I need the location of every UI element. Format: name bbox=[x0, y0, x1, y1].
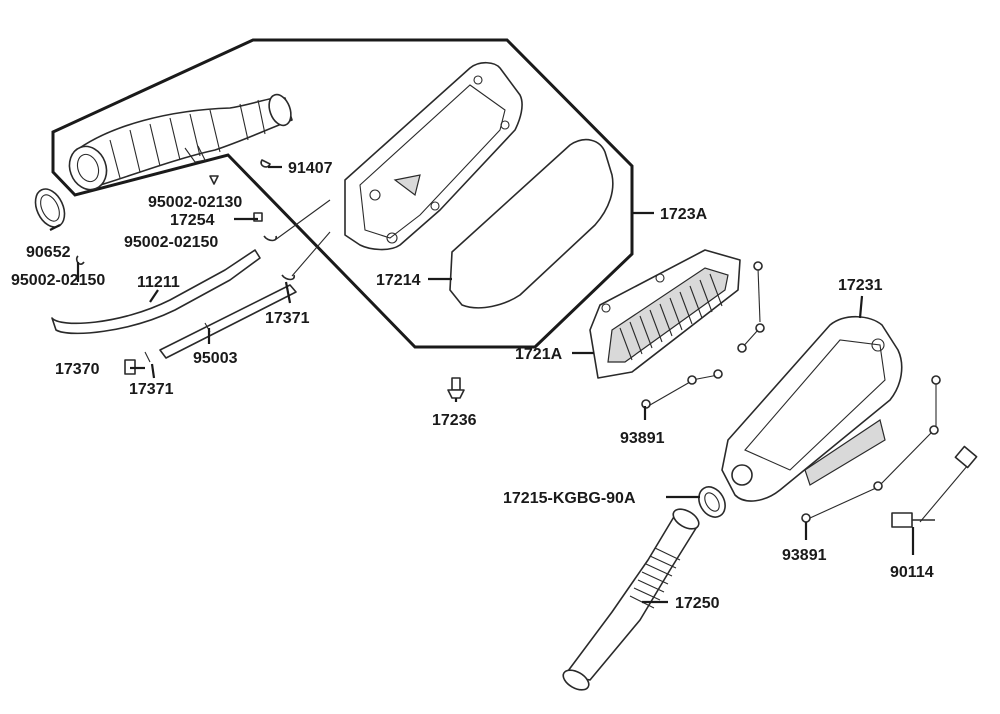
clamp-17215-part bbox=[698, 486, 726, 518]
label-91407: 91407 bbox=[288, 160, 333, 177]
label-17236: 17236 bbox=[432, 412, 477, 429]
label-17371-a: 17371 bbox=[265, 310, 310, 327]
plug-17236-part bbox=[447, 377, 465, 399]
small-clip-parts bbox=[75, 159, 296, 281]
screws-93891-set-a bbox=[641, 261, 765, 409]
label-17215-KGBG-90A: 17215-KGBG-90A bbox=[503, 490, 636, 507]
label-11211: 11211 bbox=[137, 274, 180, 291]
label-95002-02150-a: 95002-02150 bbox=[124, 234, 218, 251]
assembly-group-frame bbox=[51, 38, 634, 349]
filter-gasket-part bbox=[449, 138, 614, 309]
label-95002-02150-b: 95002-02150 bbox=[11, 272, 105, 289]
label-17231: 17231 bbox=[838, 277, 883, 294]
screws-93891-set-b bbox=[801, 375, 941, 523]
label-93891-b: 93891 bbox=[782, 547, 827, 564]
connector-leader-lines bbox=[274, 199, 331, 277]
drain-tube-11211-part bbox=[51, 249, 297, 375]
label-17371-b: 17371 bbox=[129, 381, 174, 398]
label-1721A: 1721A bbox=[515, 346, 563, 363]
label-17370: 17370 bbox=[55, 361, 100, 378]
air-cleaner-cover-part bbox=[721, 315, 903, 502]
air-cleaner-case-part bbox=[344, 61, 523, 251]
hose-clamp-90652-part bbox=[34, 188, 66, 228]
inlet-duct-part bbox=[562, 508, 700, 691]
filter-element-part bbox=[589, 249, 741, 379]
label-17250: 17250 bbox=[675, 595, 720, 612]
label-95002-02130: 95002-02130 bbox=[148, 194, 242, 211]
label-95003: 95003 bbox=[193, 350, 238, 367]
part-number-labels: 91407 95002-02130 17254 95002-02150 9065… bbox=[11, 160, 934, 612]
callout-leaders bbox=[49, 165, 915, 604]
label-90652: 90652 bbox=[26, 244, 71, 261]
label-93891-a: 93891 bbox=[620, 430, 665, 447]
label-17254: 17254 bbox=[170, 212, 215, 229]
label-17214: 17214 bbox=[376, 272, 421, 289]
bolt-90114-part bbox=[891, 445, 978, 528]
intake-duct-part bbox=[68, 93, 293, 191]
label-90114: 90114 bbox=[890, 564, 934, 581]
label-1723A: 1723A bbox=[660, 206, 708, 223]
